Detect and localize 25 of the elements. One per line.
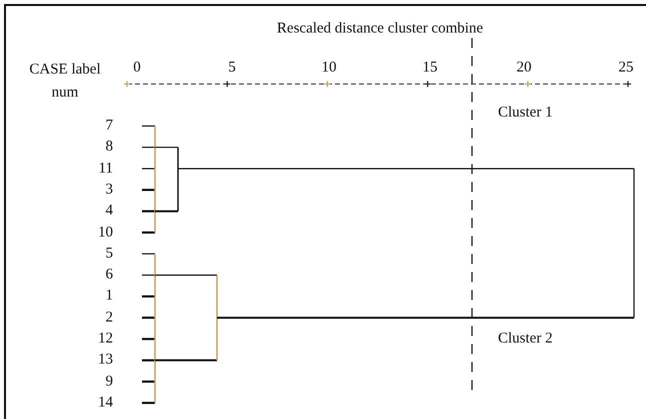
- cluster-label: Cluster 2: [498, 332, 553, 346]
- case-number: 8: [106, 140, 113, 155]
- case-number: 6: [106, 268, 113, 283]
- case-number: 13: [98, 352, 113, 368]
- tick-label: 0: [133, 60, 141, 76]
- cluster-label: Cluster 1: [498, 106, 553, 120]
- tick-label: 15: [422, 60, 438, 76]
- case-number: 11: [98, 161, 113, 176]
- case-number: 12: [98, 332, 113, 346]
- case-number: 2: [106, 310, 113, 326]
- tick-label: 5: [228, 60, 236, 76]
- tick-label: 20: [516, 60, 532, 76]
- column-header: CASE label: [29, 62, 101, 78]
- tick-label: 10: [322, 60, 336, 76]
- case-number: 3: [106, 182, 113, 198]
- axis-title: Rescaled distance cluster combine: [276, 22, 484, 36]
- case-number: 14: [98, 395, 113, 410]
- case-number: 5: [106, 246, 113, 262]
- tick-label: 25: [618, 60, 634, 76]
- case-number: 1: [106, 288, 113, 304]
- case-number: 4: [106, 204, 113, 219]
- column-header: num: [52, 86, 78, 100]
- case-number: 7: [106, 118, 113, 134]
- case-number: 9: [106, 374, 113, 390]
- case-number: 10: [98, 225, 113, 240]
